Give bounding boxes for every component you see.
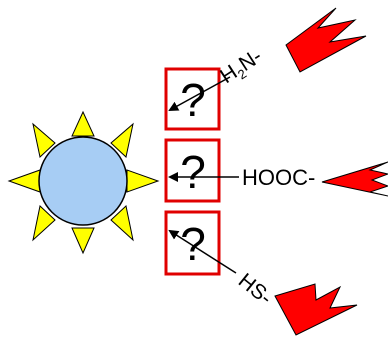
question-box-middle: ? xyxy=(164,138,221,203)
ligand-shape-carboxyl xyxy=(321,161,388,197)
arrow-thiol xyxy=(168,229,237,274)
sun-ray-bottom xyxy=(71,227,95,255)
label-amine: H2N- xyxy=(216,45,268,91)
label-carboxyl: HOOC- xyxy=(242,165,315,190)
arrow-amine xyxy=(168,76,231,111)
sun-ray-bottom-right xyxy=(110,205,134,242)
label-thiol: HS- xyxy=(234,269,277,310)
question-mark-middle: ? xyxy=(180,146,206,198)
sun-ray-right xyxy=(126,169,160,193)
sun-ray-top xyxy=(71,110,95,137)
ligand-shape-thiol xyxy=(274,283,358,336)
question-mark-bottom: ? xyxy=(180,218,206,270)
sun-ray-left xyxy=(7,169,41,193)
ligand-shape-amine xyxy=(285,7,367,73)
sun-ray-top-left xyxy=(32,122,56,158)
sun-ray-top-right xyxy=(110,122,134,158)
question-box-top: ? xyxy=(164,67,221,131)
sun-core xyxy=(38,136,128,226)
question-mark-top: ? xyxy=(180,74,206,126)
question-box-bottom: ? xyxy=(164,210,221,276)
sun-ray-bottom-left xyxy=(32,205,56,242)
